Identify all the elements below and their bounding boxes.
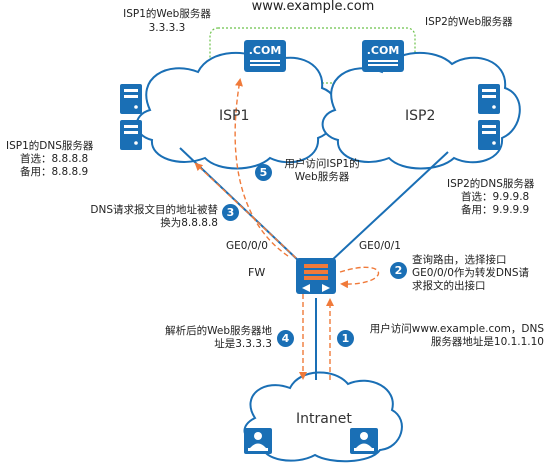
isp1-dns-title: ISP1的DNS服务器	[6, 140, 94, 152]
isp2-dns-primary-icon	[478, 84, 500, 114]
step-1-badge: 1	[337, 330, 354, 347]
isp1-dns-primary-icon	[120, 84, 142, 114]
isp2-web-title: ISP2的Web服务器	[425, 16, 513, 28]
isp1-dns-backup: 备用：8.8.8.9	[20, 166, 89, 178]
step-3-badge: 3	[222, 204, 239, 221]
isp1-dns-backup-icon	[120, 120, 142, 150]
isp1-web-server-icon: .COM	[244, 40, 286, 72]
isp1-dns-primary: 首选：8.8.8.8	[20, 153, 89, 165]
step-4-text: 解析后的Web服务器地 址是3.3.3.3	[165, 325, 272, 350]
intranet-pc-right-icon	[350, 428, 378, 454]
firewall-icon	[296, 258, 336, 294]
link-fw-isp2	[329, 151, 449, 263]
step-2-text: 查询路由，选择接口 GE0/0/0作为转发DNS请 求报文的出接口	[412, 254, 529, 292]
firewall-label: FW	[248, 266, 266, 279]
step-1-text: 用户访问www.example.com，DNS 服务器地址是10.1.1.10	[369, 323, 544, 348]
intranet-cloud-label: Intranet	[296, 411, 352, 427]
isp2-web-server-icon: .COM	[362, 40, 404, 72]
step-4-badge: 4	[277, 330, 294, 347]
arrow-step3	[194, 162, 297, 259]
isp2-cloud-label: ISP2	[405, 108, 436, 124]
arrow-step2	[339, 266, 380, 289]
isp1-web-title: ISP1的Web服务器	[123, 8, 211, 20]
arrow-step5	[234, 78, 289, 257]
step-3-text: DNS请求报文目的地址被替 换为8.8.8.8	[90, 204, 218, 229]
isp2-dns-title: ISP2的DNS服务器	[447, 178, 535, 190]
isp2-dns-backup-icon	[478, 120, 500, 150]
svg-text:.COM: .COM	[249, 44, 282, 57]
isp1-dns-info: ISP1的DNS服务器 首选：8.8.8.8 备用：8.8.8.9	[6, 140, 93, 179]
port-left-label: GE0/0/0	[226, 240, 268, 252]
isp1-web-ip: 3.3.3.3	[148, 22, 186, 34]
isp2-dns-info: ISP2的DNS服务器 首选：9.9.9.8 备用：9.9.9.9	[447, 178, 534, 217]
isp2-dns-backup: 备用：9.9.9.9	[461, 204, 530, 216]
isp2-dns-primary: 首选：9.9.9.8	[461, 191, 530, 203]
port-right-label: GE0/0/1	[359, 240, 401, 252]
site-url: www.example.com	[251, 0, 375, 14]
isp1-cloud-label: ISP1	[219, 108, 250, 124]
intranet-pc-left-icon	[244, 428, 272, 454]
svg-text:.COM: .COM	[367, 44, 400, 57]
step-5-badge: 5	[255, 164, 272, 181]
step-5-text: 用户访问ISP1的 Web服务器	[284, 158, 360, 183]
step-2-badge: 2	[390, 262, 407, 279]
